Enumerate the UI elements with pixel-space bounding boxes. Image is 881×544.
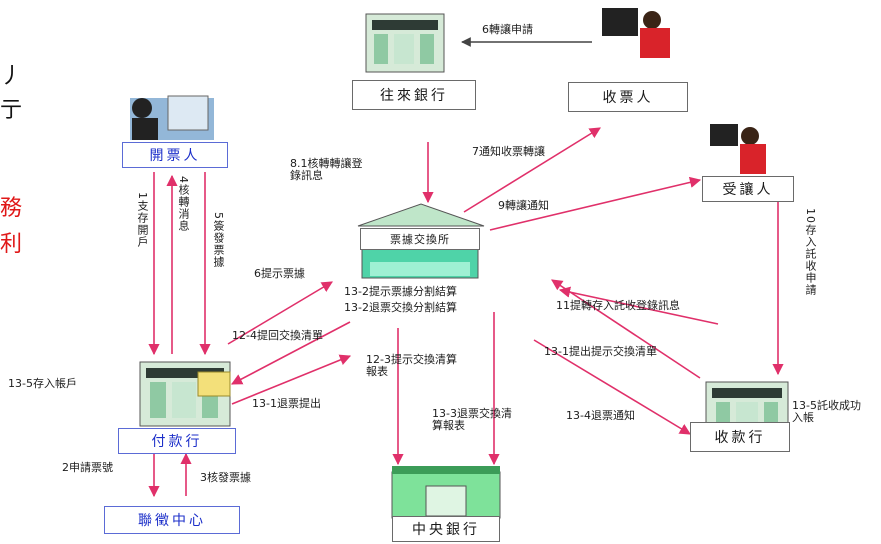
flow-arrows (148, 127, 784, 498)
margin-fragment-1: 丿 (0, 64, 23, 89)
edge-label-13-5b: 13-5託收成功入帳 (792, 399, 861, 424)
payee-person-icon (602, 8, 670, 58)
node-payee: 收票人 (568, 82, 688, 112)
edge-label-8-1: 8.1核轉轉讓登錄訊息 (290, 157, 363, 182)
edge-label-13-1: 13-1提出提示交換清單 (544, 345, 657, 358)
edge-label-5: 5簽發票據 (212, 212, 225, 268)
edge-label-13-1b: 13-1退票提出 (252, 397, 321, 410)
node-issuer: 開票人 (122, 142, 228, 168)
edge-label-12-4: 12-4提回交換清單 (232, 329, 323, 342)
edge-label-9: 9轉讓通知 (498, 199, 549, 212)
edge-label-13-2b: 13-2退票交換分割結算 (344, 301, 457, 314)
bank-building-icon (365, 13, 445, 73)
edge-label-13-3: 13-3退票交換清算報表 (432, 407, 512, 432)
edge-label-1: 1支存開戶 (136, 192, 149, 248)
node-central-bank: 中央銀行 (392, 516, 500, 542)
margin-fragment-4: 利 (0, 232, 23, 257)
edge-label-13-4: 13-4退票通知 (566, 409, 635, 422)
node-clearing-house: 票據交換所 (360, 228, 480, 250)
edge-label-6b: 6提示票據 (254, 267, 305, 280)
node-zhuanzhang-bank: 往來銀行 (352, 80, 476, 110)
payer-bank-building-icon (139, 361, 231, 427)
edge-label-3: 3核發票據 (200, 471, 251, 484)
edge-label-6: 6轉讓申請 (482, 23, 533, 36)
edge-label-2: 2申請票號 (62, 461, 113, 474)
node-payee-bank: 收款行 (690, 422, 790, 452)
central-bank-building-icon (391, 466, 501, 519)
edge-label-10: 10存入託收申請 (804, 208, 817, 296)
edge-label-12-3: 12-3提示交換清算報表 (366, 353, 457, 378)
issuer-person-icon (130, 95, 214, 140)
edge-label-7: 7通知收票轉讓 (472, 145, 545, 158)
node-credit-center: 聯徵中心 (104, 506, 240, 534)
margin-fragment-2: 亍 (0, 98, 23, 123)
node-transferee: 受讓人 (702, 176, 794, 202)
transferee-person-icon (710, 124, 766, 174)
margin-fragment-3: 務 (0, 196, 23, 221)
node-payer-bank: 付款行 (118, 428, 236, 454)
edge-label-11: 11提轉存入託收登錄訊息 (556, 299, 680, 312)
edge-label-13-5: 13-5存入帳戶 (8, 377, 77, 390)
edge-label-4: 4核轉消息 (177, 176, 190, 232)
edge-label-13-2a: 13-2提示票據分割結算 (344, 285, 457, 298)
